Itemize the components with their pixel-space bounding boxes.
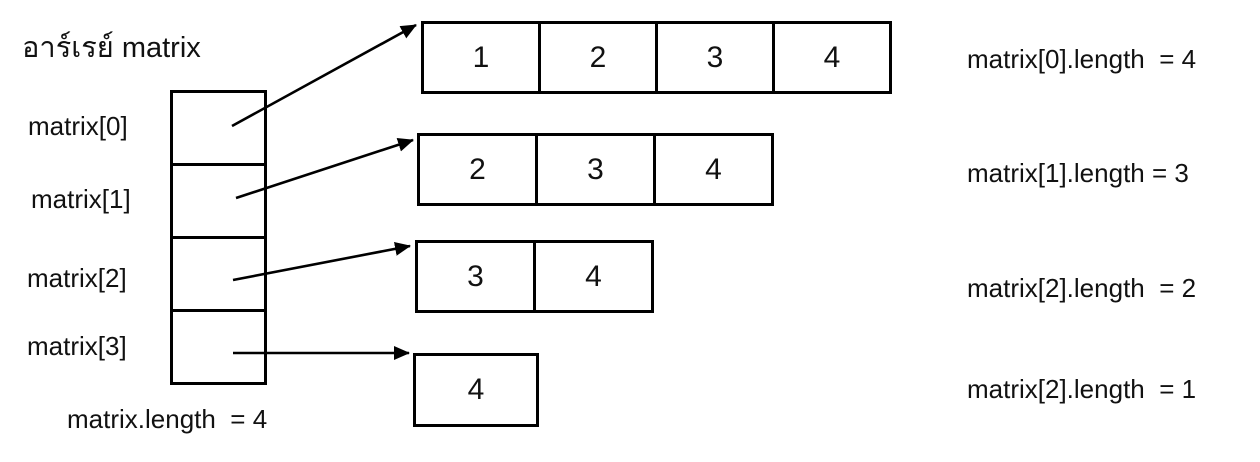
row-2-cell-1: 4 (533, 240, 654, 313)
row-0-cell-3: 4 (772, 21, 892, 94)
pointer-label-matrix-1: matrix[1] (31, 184, 131, 214)
row-3-array: 4 (413, 353, 539, 427)
row-1-cell-0: 2 (417, 133, 538, 206)
pointer-cell-2 (170, 236, 267, 312)
pointer-cell-1 (170, 163, 267, 239)
pointer-cell-3 (170, 309, 267, 385)
pointer-label-matrix-2: matrix[2] (27, 263, 127, 293)
row-0-cell-2: 3 (655, 21, 775, 94)
row-0-array: 1 2 3 4 (421, 21, 892, 94)
pointer-cell-0 (170, 90, 267, 166)
row-2-length-label: matrix[2].length = 2 (967, 273, 1197, 303)
pointer-array (170, 90, 267, 385)
row-1-cell-1: 3 (535, 133, 656, 206)
row-1-array: 2 3 4 (417, 133, 774, 206)
row-2-array: 3 4 (415, 240, 654, 313)
diagram-title: อาร์เรย์ matrix (22, 32, 201, 64)
matrix-length-label: matrix.length = 4 (67, 404, 268, 434)
row-0-cell-0: 1 (421, 21, 541, 94)
row-3-cell-0: 4 (413, 353, 539, 427)
row-1-length-label: matrix[1].length = 3 (967, 158, 1189, 188)
pointer-label-matrix-0: matrix[0] (28, 111, 128, 141)
row-3-length-label: matrix[2].length = 1 (967, 374, 1197, 404)
row-1-cell-2: 4 (653, 133, 774, 206)
row-0-length-label: matrix[0].length = 4 (967, 44, 1197, 74)
row-0-cell-1: 2 (538, 21, 658, 94)
pointer-label-matrix-3: matrix[3] (27, 331, 127, 361)
row-2-cell-0: 3 (415, 240, 536, 313)
